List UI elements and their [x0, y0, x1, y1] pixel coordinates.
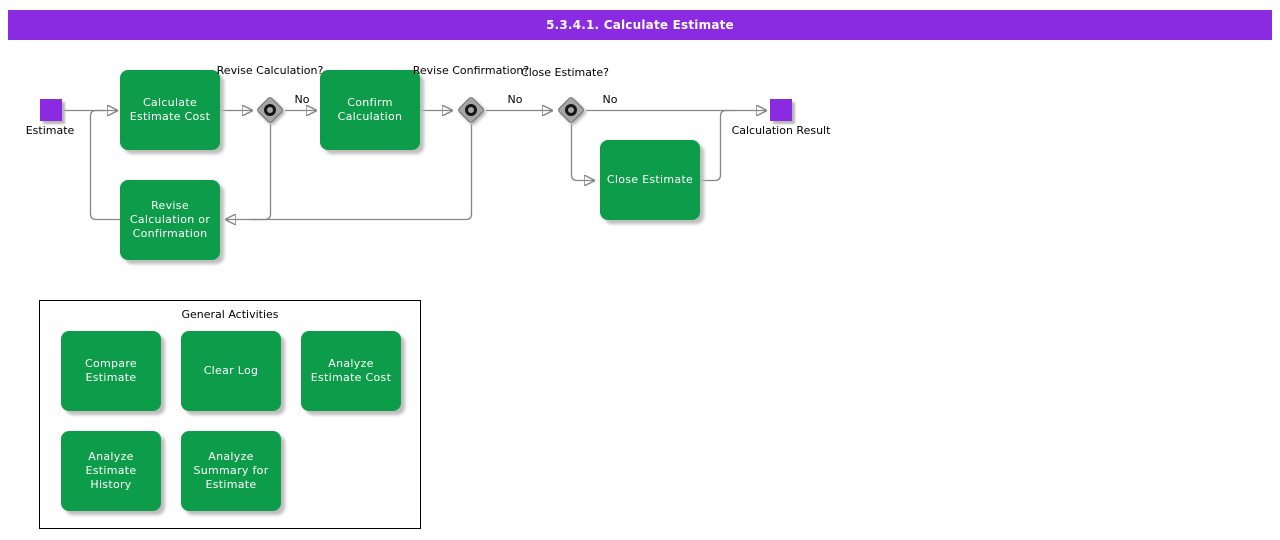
edge-label-no: No — [507, 93, 523, 106]
decision-label-close-estimate: Close Estimate? — [521, 66, 609, 79]
decision-ring-icon — [565, 104, 577, 116]
activity-calculate-estimate-cost[interactable]: Calculate Estimate Cost — [120, 70, 220, 150]
edge-decision1-down — [250, 124, 272, 221]
general-activities-title: General Activities — [181, 308, 279, 321]
end-event-label: Calculation Result — [731, 124, 831, 137]
activity-label: Revise Calculation or Confirmation — [129, 199, 211, 240]
decision-ring-icon — [264, 104, 276, 116]
activity-analyze-estimate-cost[interactable]: Analyze Estimate Cost — [301, 331, 401, 411]
page-title: 5.3.4.1. Calculate Estimate — [8, 10, 1272, 40]
decision-label-revise-calculation: Revise Calculation? — [216, 64, 324, 77]
activity-label: Analyze Estimate Cost — [310, 357, 392, 384]
activity-analyze-summary-for-estimate[interactable]: Analyze Summary for Estimate — [181, 431, 281, 511]
decision-revise-calculation — [254, 94, 286, 126]
end-event-node — [770, 99, 792, 121]
start-event-node — [40, 99, 62, 121]
decision-revise-confirmation — [455, 94, 487, 126]
activity-label: Analyze Summary for Estimate — [193, 450, 269, 491]
general-activities-container: General Activities Compare Estimate Clea… — [39, 300, 421, 529]
activity-clear-log[interactable]: Clear Log — [181, 331, 281, 411]
activity-label: Analyze Estimate History — [85, 450, 137, 491]
decision-close-estimate — [555, 94, 587, 126]
start-event-label: Estimate — [25, 124, 75, 137]
activity-label: Clear Log — [203, 364, 259, 377]
edge-decision3-to-close — [570, 124, 595, 181]
edge-close-to-end-merge — [700, 109, 735, 182]
activity-analyze-estimate-history[interactable]: Analyze Estimate History — [61, 431, 161, 511]
edge-label-no: No — [294, 93, 310, 106]
activity-compare-estimate[interactable]: Compare Estimate — [61, 331, 161, 411]
activity-label: Compare Estimate — [85, 357, 137, 384]
decision-ring-icon — [465, 104, 477, 116]
activity-revise-calculation-or-confirmation[interactable]: Revise Calculation or Confirmation — [120, 180, 220, 260]
edge-label-no: No — [602, 93, 618, 106]
activity-confirm-calculation[interactable]: Confirm Calculation — [320, 70, 420, 150]
activity-label: Calculate Estimate Cost — [129, 96, 211, 123]
activity-label: Close Estimate — [606, 173, 694, 186]
activity-label: Confirm Calculation — [337, 96, 403, 123]
activity-close-estimate[interactable]: Close Estimate — [600, 140, 700, 220]
decision-label-revise-confirmation: Revise Confirmation? — [412, 64, 530, 77]
